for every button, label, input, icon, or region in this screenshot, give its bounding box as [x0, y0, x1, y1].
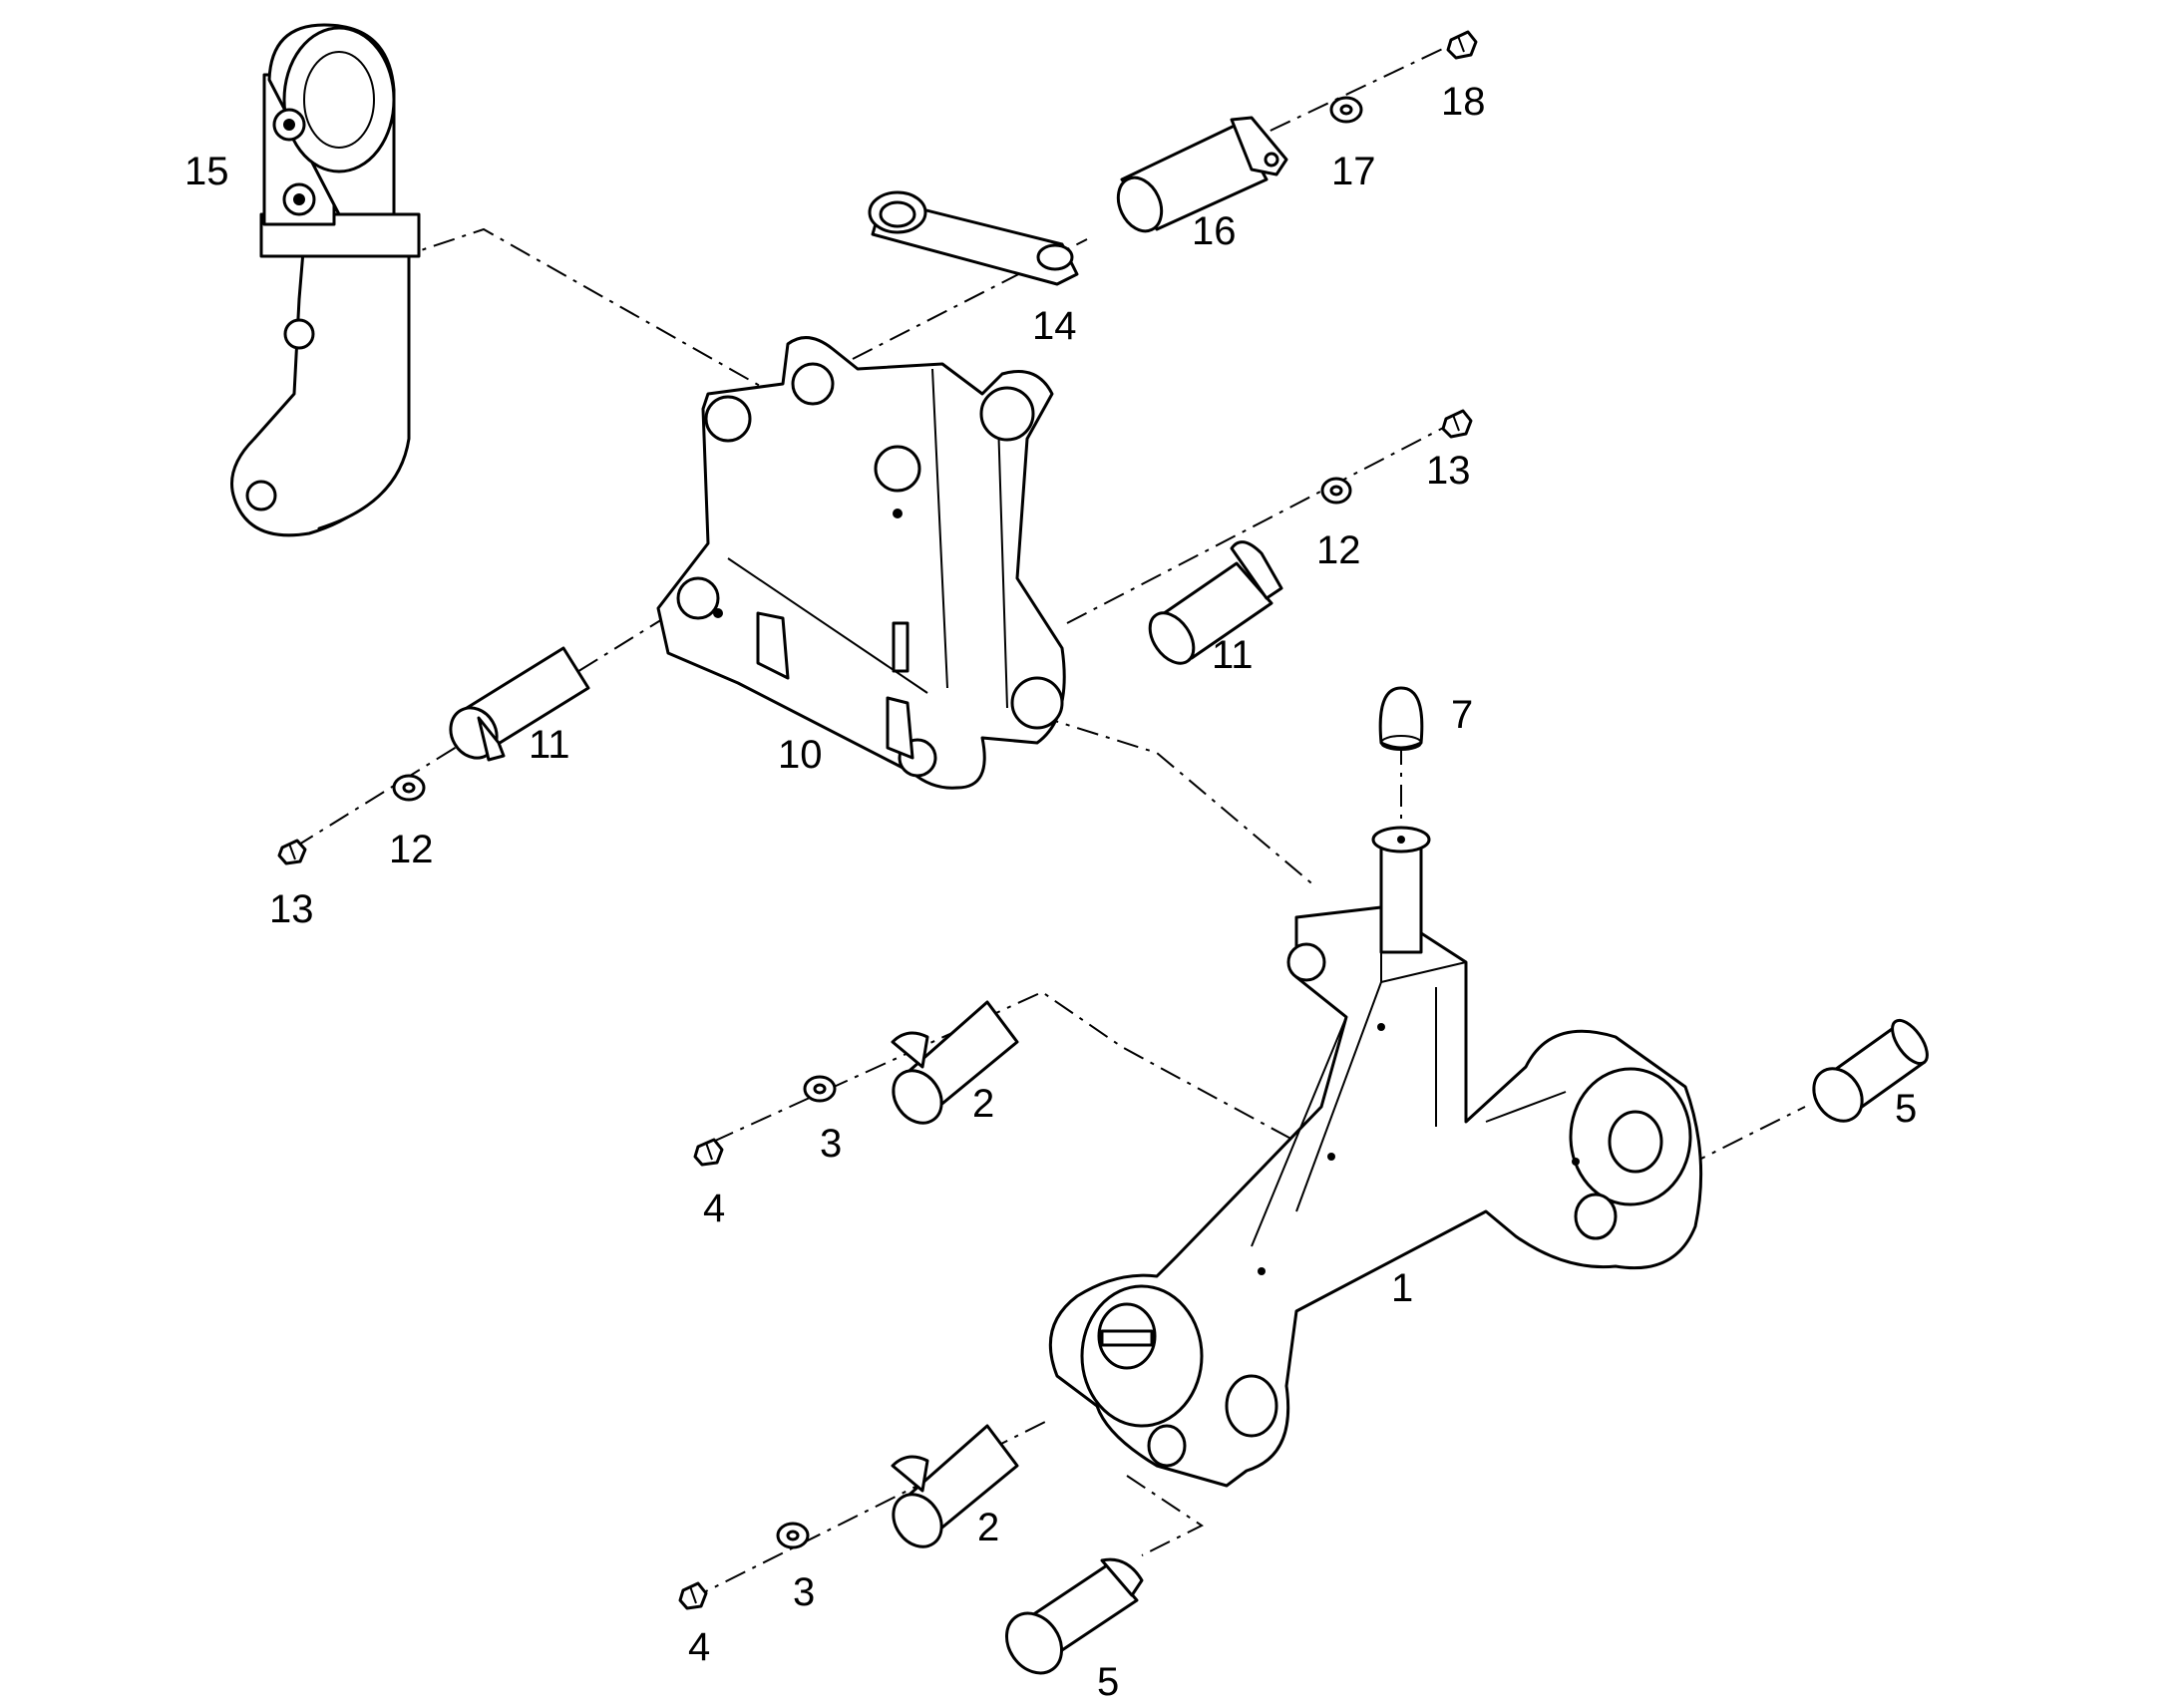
callout-14: 14 — [1032, 304, 1077, 348]
callout-3: 3 — [820, 1122, 842, 1166]
part-2-bushing-lower — [891, 1424, 1019, 1548]
callout-5: 5 — [1097, 1660, 1119, 1704]
callout-13: 13 — [1426, 449, 1471, 493]
part-11-pin-upper — [1148, 540, 1283, 665]
callout-1: 1 — [1391, 1266, 1413, 1310]
callout-15: 15 — [184, 150, 229, 193]
part-11-pin-lower — [449, 646, 590, 762]
callout-18: 18 — [1441, 80, 1486, 124]
part-12-washer-lower — [392, 774, 426, 802]
part-5-pin-right — [1812, 1018, 1929, 1123]
part-16-pin — [1116, 116, 1288, 233]
frame-post — [1371, 826, 1431, 954]
callout-17: 17 — [1331, 150, 1376, 193]
part-4-bolt-upper — [693, 1138, 724, 1167]
callout-12: 12 — [389, 828, 434, 871]
callout-13: 13 — [269, 887, 314, 931]
callout-2: 2 — [972, 1082, 994, 1126]
callout-5: 5 — [1895, 1087, 1917, 1131]
callout-16: 16 — [1192, 209, 1237, 253]
part-2-bushing-upper — [891, 1000, 1019, 1125]
part-13-bolt-upper — [1441, 409, 1473, 439]
callout-11: 11 — [1212, 633, 1254, 677]
part-18-bolt — [1446, 30, 1478, 60]
part-3-washer-lower — [776, 1522, 810, 1549]
part-15-pulley-bracket — [230, 23, 421, 537]
part-13-bolt-lower — [277, 839, 307, 865]
callout-labels: 1 2 2 3 3 4 4 5 5 7 10 11 11 12 12 13 13… — [184, 80, 1917, 1704]
part-3-washer-upper — [803, 1075, 837, 1103]
part-10-mounting-plate — [656, 336, 1066, 790]
callout-11: 11 — [529, 723, 570, 767]
part-14-link — [868, 190, 1079, 286]
part-7-cap — [1378, 686, 1424, 751]
callout-10: 10 — [778, 733, 823, 777]
part-17-washer — [1329, 96, 1363, 124]
part-5-pin-lower — [1004, 1557, 1144, 1675]
part-12-washer-upper — [1320, 477, 1352, 505]
callout-4: 4 — [688, 1625, 710, 1669]
callout-12: 12 — [1316, 528, 1361, 572]
callout-3: 3 — [793, 1570, 815, 1614]
part-4-bolt-lower — [678, 1581, 708, 1610]
callout-2: 2 — [977, 1506, 999, 1549]
callout-7: 7 — [1451, 693, 1473, 737]
callout-4: 4 — [703, 1187, 725, 1230]
part-1-main-frame — [1048, 905, 1703, 1488]
